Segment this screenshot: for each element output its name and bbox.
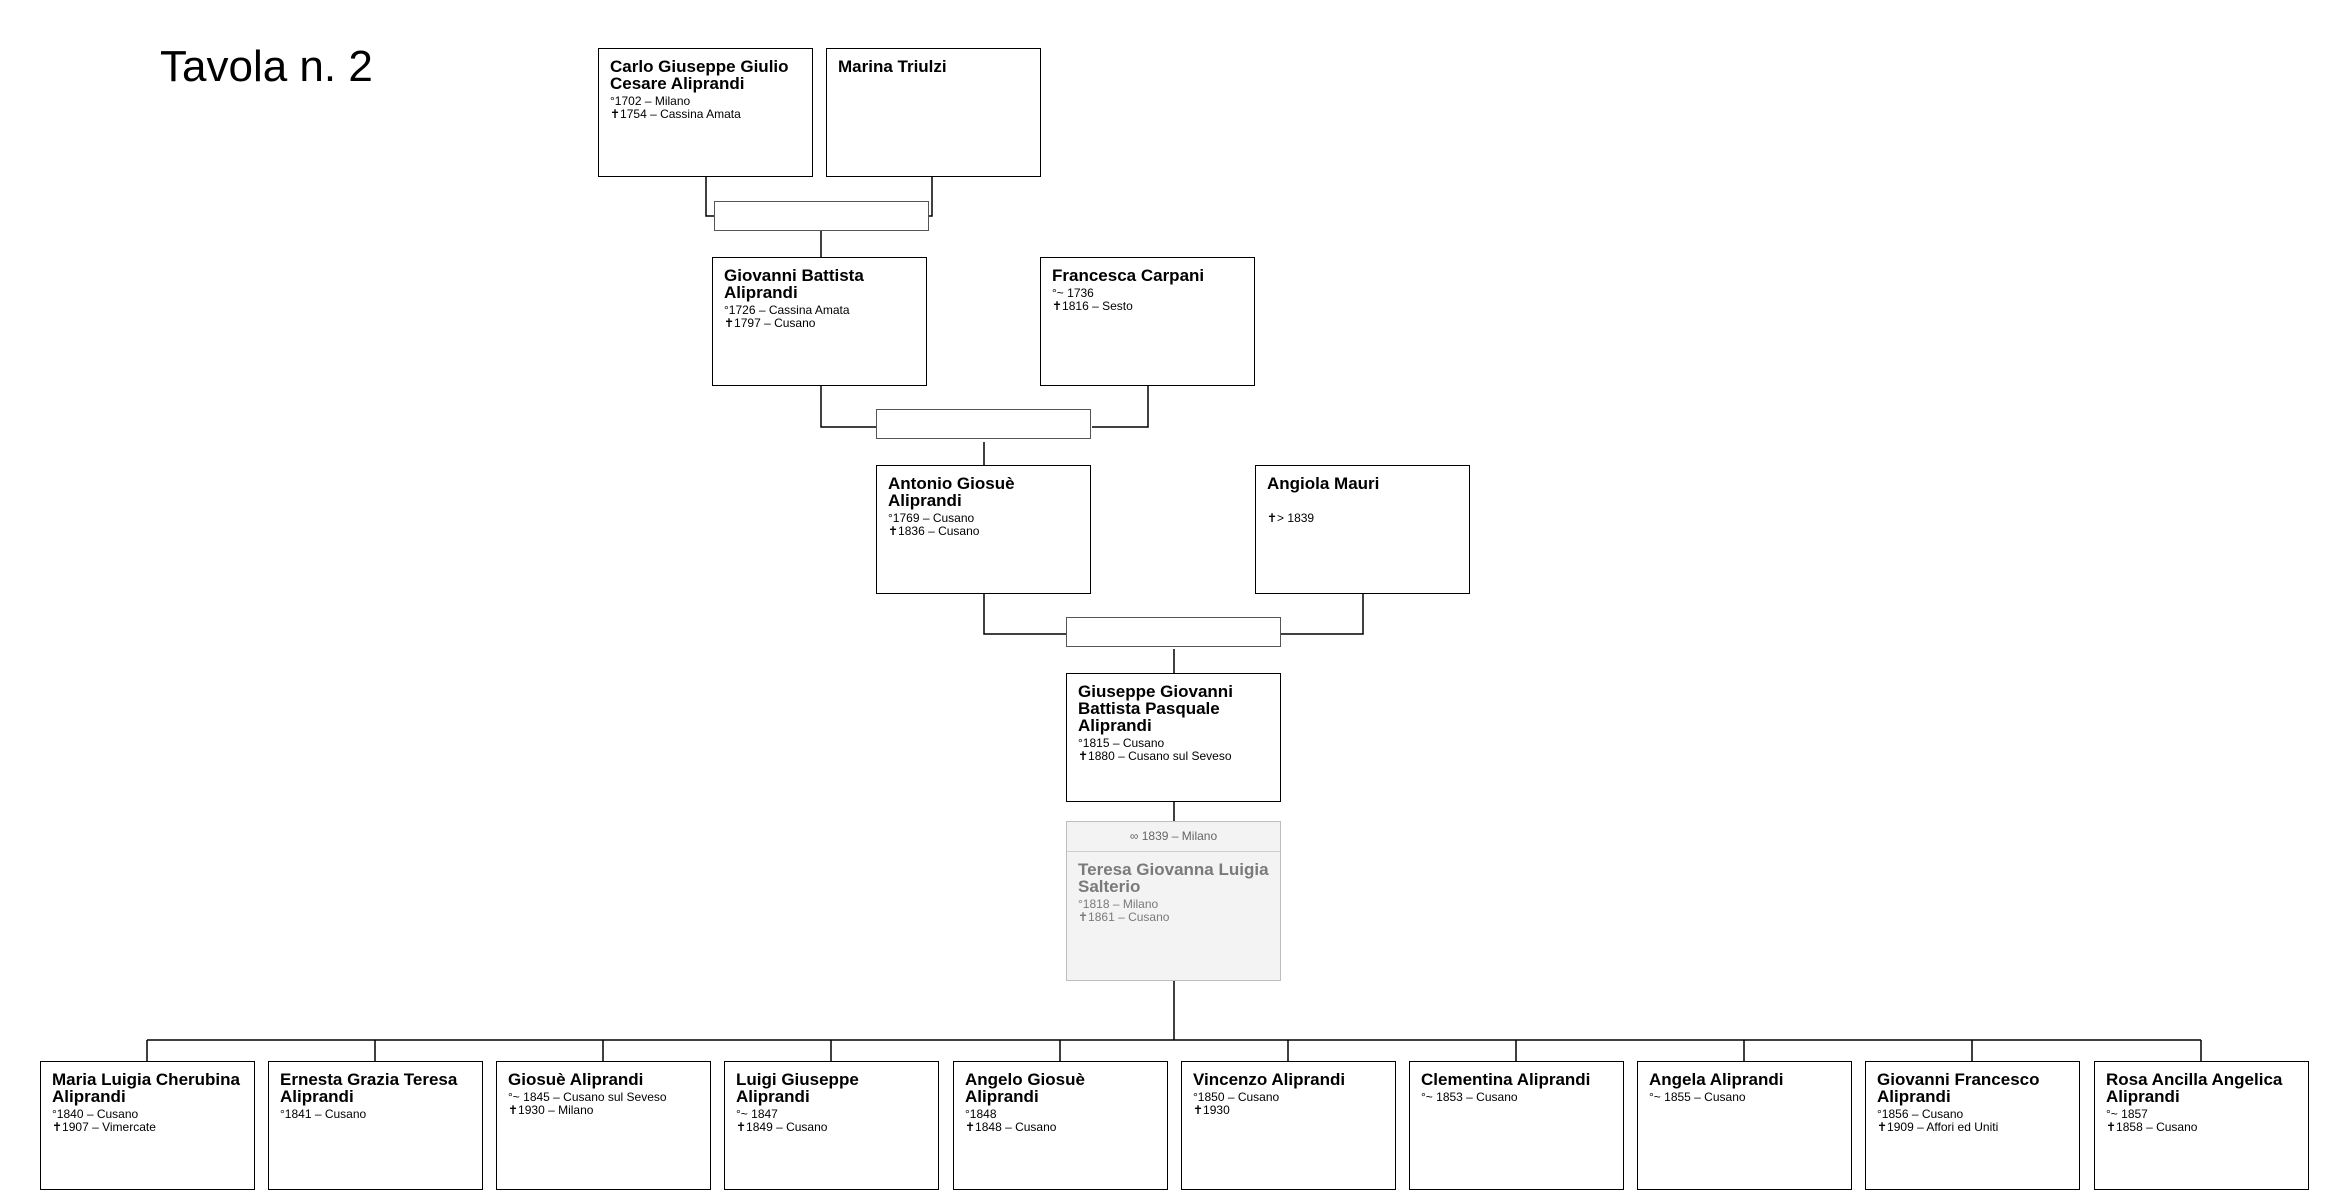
birth-info: °~ 1736 (1052, 286, 1094, 300)
person-card-angiola[interactable]: Angiola Mauri ✝> 1839 (1255, 465, 1470, 594)
person-card-antonio[interactable]: Antonio Giosuè Aliprandi °1769 – Cusano … (876, 465, 1091, 594)
birth-info: °1840 – Cusano (52, 1107, 139, 1121)
death-info: ✝1858 – Cusano (2106, 1120, 2198, 1134)
death-info: ✝1848 – Cusano (965, 1120, 1057, 1134)
person-card-child[interactable]: Giovanni Francesco Aliprandi °1856 – Cus… (1865, 1061, 2080, 1190)
death-info: ✝> 1839 (1267, 511, 1315, 525)
birth-info: °~ 1845 – Cusano sul Seveso (508, 1090, 667, 1104)
person-name: Teresa Giovanna Luigia Salterio (1078, 860, 1269, 896)
birth-info: °1850 – Cusano (1193, 1090, 1280, 1104)
birth-info: °~ 1853 – Cusano (1421, 1090, 1518, 1104)
person-card-giuseppe[interactable]: Giuseppe Giovanni Battista Pasquale Alip… (1066, 673, 1281, 802)
person-name: Antonio Giosuè Aliprandi (888, 474, 1015, 510)
death-info: ✝1816 – Sesto (1052, 299, 1133, 313)
person-card-child[interactable]: Maria Luigia Cherubina Aliprandi °1840 –… (40, 1061, 255, 1190)
death-info: ✝1797 – Cusano (724, 316, 816, 330)
birth-info: °1818 – Milano (1078, 897, 1159, 911)
birth-info: °1815 – Cusano (1078, 736, 1165, 750)
person-card-child[interactable]: Clementina Aliprandi °~ 1853 – Cusano (1409, 1061, 1624, 1190)
person-card-child[interactable]: Angelo Giosuè Aliprandi °1848 ✝1848 – Cu… (953, 1061, 1168, 1190)
birth-info: °1702 – Milano (610, 94, 691, 108)
birth-info: °~ 1847 (736, 1107, 778, 1121)
person-name: Marina Triulzi (838, 57, 947, 76)
death-info: ✝1907 – Vimercate (52, 1120, 156, 1134)
page-title: Tavola n. 2 (160, 42, 373, 91)
birth-info: °~ 1857 (2106, 1107, 2148, 1121)
person-card-marina[interactable]: Marina Triulzi (826, 48, 1041, 177)
person-name: Giovanni Battista Aliprandi (724, 266, 864, 302)
death-info: ✝1836 – Cusano (888, 524, 980, 538)
birth-info: °1726 – Cassina Amata (724, 303, 850, 317)
death-info: ✝1754 – Cassina Amata (610, 107, 741, 121)
death-info: ✝1930 (1193, 1103, 1230, 1117)
person-card-child[interactable]: Angela Aliprandi °~ 1855 – Cusano (1637, 1061, 1852, 1190)
birth-info: °1769 – Cusano (888, 511, 975, 525)
death-info: ✝1861 – Cusano (1078, 910, 1170, 924)
person-name: Francesca Carpani (1052, 266, 1205, 285)
union-box (1066, 617, 1281, 647)
person-name: Ernesta Grazia Teresa Aliprandi (280, 1070, 458, 1106)
death-info: ✝1930 – Milano (508, 1103, 594, 1117)
person-card-giovanni[interactable]: Giovanni Battista Aliprandi °1726 – Cass… (712, 257, 927, 386)
person-card-child[interactable]: Giosuè Aliprandi °~ 1845 – Cusano sul Se… (496, 1061, 711, 1190)
death-info: ✝1909 – Affori ed Uniti (1877, 1120, 1999, 1134)
person-name: Giosuè Aliprandi (508, 1070, 644, 1089)
person-card-child[interactable]: Rosa Ancilla Angelica Aliprandi °~ 1857 … (2094, 1061, 2309, 1190)
death-info: ✝1849 – Cusano (736, 1120, 828, 1134)
birth-info: °1841 – Cusano (280, 1107, 367, 1121)
person-card-francesca[interactable]: Francesca Carpani °~ 1736 ✝1816 – Sesto (1040, 257, 1255, 386)
person-name: Rosa Ancilla Angelica Aliprandi (2106, 1070, 2283, 1106)
union-box (714, 201, 929, 231)
person-card-carlo[interactable]: Carlo Giuseppe Giulio Cesare Aliprandi °… (598, 48, 813, 177)
birth-info: °~ 1855 – Cusano (1649, 1090, 1746, 1104)
birth-info (1267, 495, 1458, 508)
birth-info: °1848 (965, 1107, 997, 1121)
person-card-child[interactable]: Luigi Giuseppe Aliprandi °~ 1847 ✝1849 –… (724, 1061, 939, 1190)
person-name: Maria Luigia Cherubina Aliprandi (52, 1070, 240, 1106)
person-name: Giuseppe Giovanni Battista Pasquale Alip… (1078, 682, 1233, 735)
person-name: Giovanni Francesco Aliprandi (1877, 1070, 2040, 1106)
person-card-teresa[interactable]: ∞ 1839 – Milano Teresa Giovanna Luigia S… (1066, 821, 1281, 981)
person-name: Angelo Giosuè Aliprandi (965, 1070, 1085, 1106)
birth-info: °1856 – Cusano (1877, 1107, 1964, 1121)
marriage-info: ∞ 1839 – Milano (1067, 822, 1280, 852)
person-name: Angela Aliprandi (1649, 1070, 1784, 1089)
person-card-child[interactable]: Vincenzo Aliprandi °1850 – Cusano ✝1930 (1181, 1061, 1396, 1190)
person-name: Luigi Giuseppe Aliprandi (736, 1070, 859, 1106)
person-name: Clementina Aliprandi (1421, 1070, 1591, 1089)
person-name: Angiola Mauri (1267, 474, 1380, 493)
death-info: ✝1880 – Cusano sul Seveso (1078, 749, 1232, 763)
person-name: Vincenzo Aliprandi (1193, 1070, 1346, 1089)
person-name: Carlo Giuseppe Giulio Cesare Aliprandi (610, 57, 789, 93)
union-box (876, 409, 1091, 439)
person-card-child[interactable]: Ernesta Grazia Teresa Aliprandi °1841 – … (268, 1061, 483, 1190)
